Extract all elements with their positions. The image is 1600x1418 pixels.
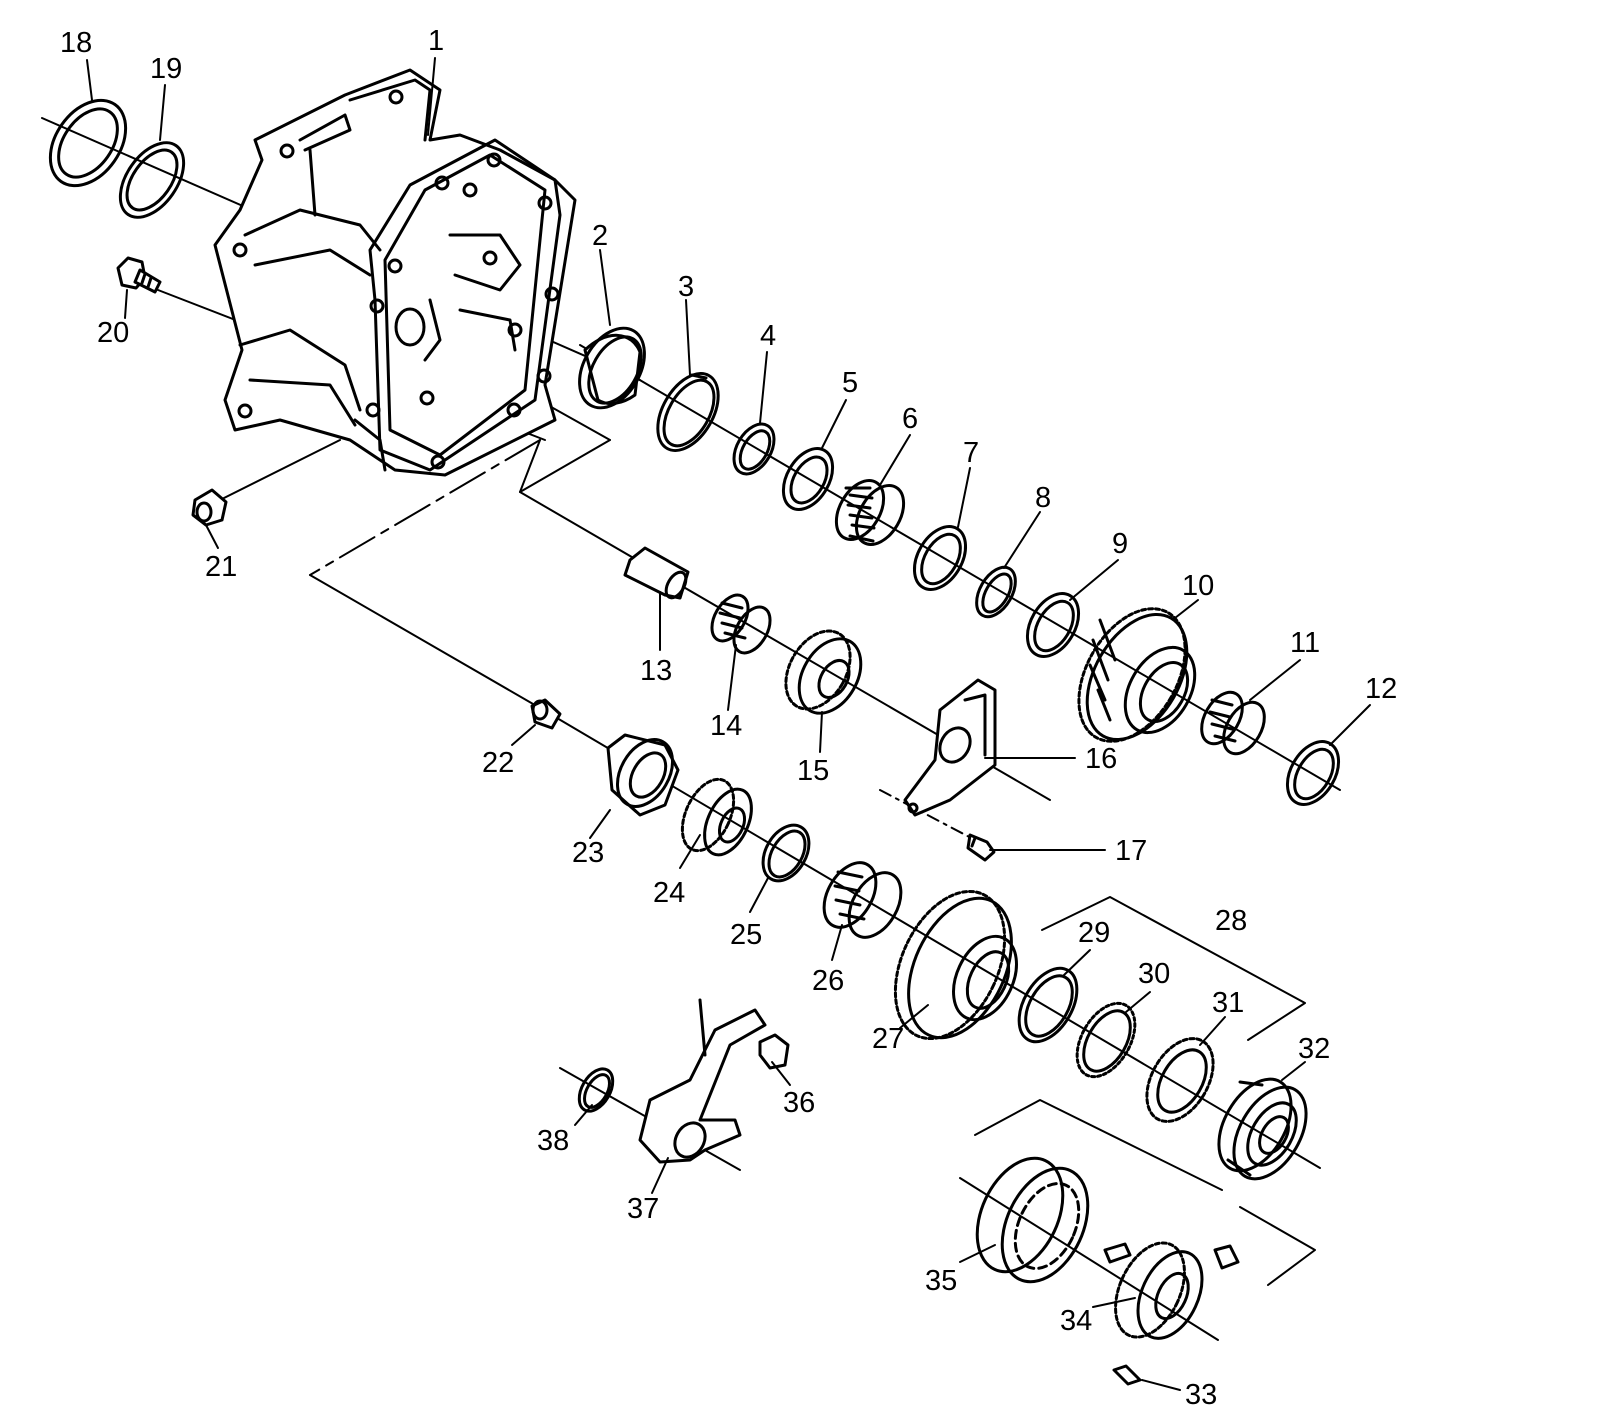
part-2-bearing-race <box>578 326 646 410</box>
part-26-needle-bearing <box>822 861 903 939</box>
part-21-plug <box>191 488 228 527</box>
part-16-bracket <box>903 678 997 817</box>
part-5-washer <box>781 447 835 511</box>
leader-lines <box>86 57 1371 1391</box>
part-labels: 18 19 1 2 3 4 5 6 7 8 9 10 11 12 13 14 1… <box>60 25 1397 1411</box>
part-25-snap-ring <box>761 823 811 883</box>
label-12: 12 <box>1365 673 1397 705</box>
label-17: 17 <box>1115 835 1147 867</box>
label-33: 33 <box>1185 1379 1217 1411</box>
label-7: 7 <box>963 437 979 469</box>
part-8-ring <box>975 565 1017 619</box>
part-18-seal <box>48 98 128 188</box>
part-29-blocker-ring <box>1017 966 1079 1044</box>
part-30-ring <box>1075 1001 1137 1079</box>
offset-line-a <box>519 439 541 493</box>
bracket-28 <box>1041 896 1306 1041</box>
part-4-ring <box>732 422 776 476</box>
label-28: 28 <box>1215 905 1247 937</box>
part-15-gear <box>784 629 863 715</box>
part-23-bearing <box>606 733 680 817</box>
label-24: 24 <box>653 877 685 909</box>
label-11: 11 <box>1290 627 1320 659</box>
label-5: 5 <box>842 367 858 399</box>
part-20-bolt <box>116 256 162 294</box>
label-29: 29 <box>1078 917 1110 949</box>
label-38: 38 <box>537 1125 569 1157</box>
part-37-shift-fork <box>638 998 767 1164</box>
label-2: 2 <box>592 220 608 252</box>
part-36-pad <box>758 1033 790 1070</box>
label-35: 35 <box>925 1265 957 1297</box>
part-14-needle-bearing <box>710 593 772 655</box>
part-17-bolt <box>966 833 996 862</box>
label-36: 36 <box>783 1087 815 1119</box>
label-21: 21 <box>205 551 237 583</box>
part-9-washer <box>1025 592 1081 658</box>
part-24-gear <box>680 777 753 857</box>
label-25: 25 <box>730 919 762 951</box>
label-26: 26 <box>812 965 844 997</box>
part-22-pin <box>530 698 562 730</box>
label-14: 14 <box>710 710 742 742</box>
offset-line-b <box>309 439 541 576</box>
part-33-key <box>1112 1364 1142 1386</box>
label-9: 9 <box>1112 528 1128 560</box>
label-16: 16 <box>1085 743 1117 775</box>
part-13-sleeve <box>623 546 690 600</box>
part-1-housing <box>213 68 577 477</box>
part-34-hub <box>1103 1241 1240 1340</box>
part-19-seal <box>118 141 186 219</box>
label-34: 34 <box>1060 1305 1092 1337</box>
part-35-sleeve <box>975 1156 1090 1284</box>
label-20: 20 <box>97 317 129 349</box>
part-3-snap-ring <box>656 372 720 452</box>
label-32: 32 <box>1298 1033 1330 1065</box>
label-10: 10 <box>1182 570 1214 602</box>
label-19: 19 <box>150 53 182 85</box>
label-3: 3 <box>678 271 694 303</box>
label-37: 37 <box>627 1193 659 1225</box>
part-12-ring <box>1285 740 1341 806</box>
label-8: 8 <box>1035 482 1051 514</box>
drain-plug-axis <box>209 439 341 506</box>
label-13: 13 <box>640 655 672 687</box>
label-27: 27 <box>872 1023 904 1055</box>
bracket-lower-a <box>974 1099 1223 1191</box>
part-11-needle-bearing <box>1200 690 1266 756</box>
label-18: 18 <box>60 27 92 59</box>
label-1: 1 <box>428 25 444 57</box>
part-10-gear <box>1077 607 1197 743</box>
bracket-lower-b <box>1239 1206 1316 1286</box>
label-22: 22 <box>482 747 514 779</box>
label-6: 6 <box>902 403 918 435</box>
label-30: 30 <box>1138 958 1170 990</box>
label-23: 23 <box>572 837 604 869</box>
label-15: 15 <box>797 755 829 787</box>
part-32-gear <box>1217 1077 1308 1181</box>
part-38-ring <box>577 1067 615 1113</box>
part-6-needle-bearing <box>834 479 906 546</box>
label-31: 31 <box>1212 987 1244 1019</box>
part-7-washer <box>912 525 968 591</box>
part-27-gear <box>893 889 1018 1041</box>
label-4: 4 <box>760 320 776 352</box>
part-31-ring <box>1145 1037 1215 1123</box>
bolt-17-axis <box>879 789 976 841</box>
